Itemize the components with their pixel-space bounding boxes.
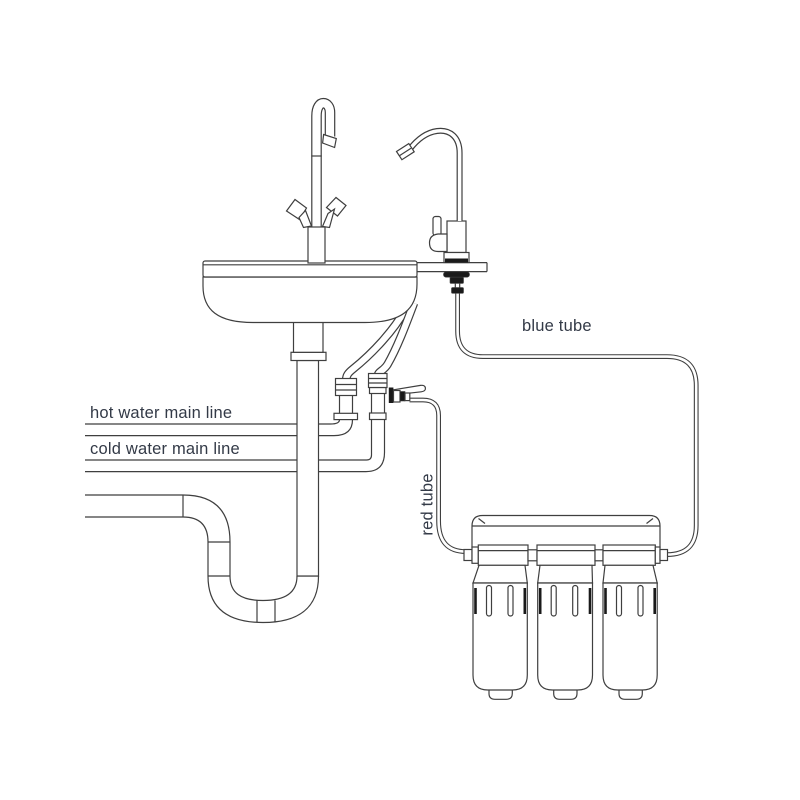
- drain-p-trap: [85, 494, 320, 624]
- filter-housing: [602, 582, 658, 691]
- filter-faucet: [395, 127, 470, 294]
- filter-faucet-body: [446, 220, 467, 254]
- drain-tailpiece: [290, 321, 327, 577]
- sink-bowl: [202, 276, 418, 324]
- filter-manifold: [463, 544, 669, 566]
- filter-heads: [472, 564, 658, 584]
- hot-riser: [333, 377, 359, 421]
- inlet-stub: [463, 548, 473, 562]
- filter-faucet-handle: [432, 215, 442, 237]
- main-faucet-aerator: [321, 133, 337, 149]
- red-tube-label: red tube: [418, 473, 437, 536]
- blue-tube-label: blue tube: [522, 317, 592, 335]
- cold-water-label: cold water main line: [90, 440, 240, 458]
- mounting-washer: [443, 271, 470, 278]
- main-faucet: [285, 97, 347, 264]
- tube-compression-nut: [451, 287, 464, 294]
- filter-housings: [472, 582, 658, 700]
- valve-pivot: [388, 387, 394, 403]
- cold-riser: [367, 372, 388, 455]
- filter-unit: [463, 514, 669, 700]
- sink: [202, 260, 418, 324]
- counter-plate: [417, 262, 488, 273]
- filter-faucet-spout: [407, 127, 463, 221]
- hot-water-label: hot water main line: [90, 404, 233, 422]
- cold-water-pipe: [85, 452, 386, 473]
- feed-valve: [388, 384, 427, 403]
- mounting-nut: [449, 276, 464, 284]
- faucet-supply-tubes: [341, 301, 419, 381]
- filter-housing: [537, 582, 594, 691]
- mounting-bracket: [471, 514, 661, 548]
- hot-water-pipe: [85, 419, 354, 437]
- outlet-stub: [659, 548, 669, 562]
- red-tube: [409, 397, 467, 554]
- blue-tube: [455, 291, 699, 557]
- filter-housing: [472, 582, 528, 691]
- main-faucet-base: [307, 226, 326, 264]
